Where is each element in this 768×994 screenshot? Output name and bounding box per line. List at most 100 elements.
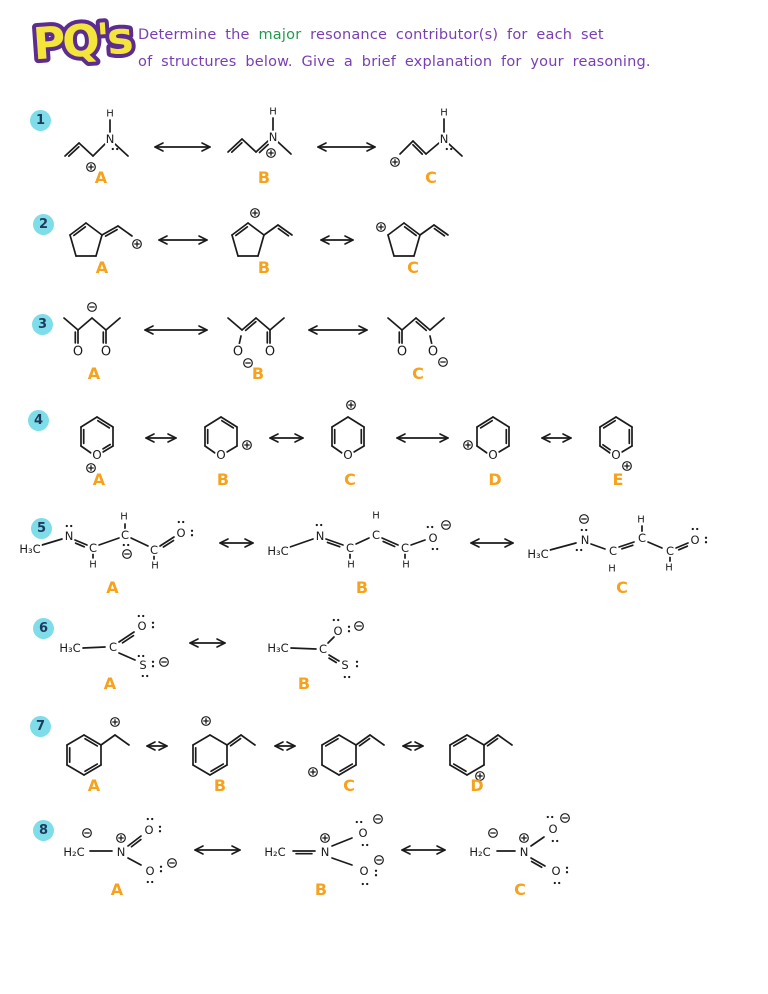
lone-pair-dot: [580, 528, 583, 532]
structure-7A-drawing: [66, 717, 130, 776]
resonance-arrow: [192, 842, 243, 862]
structure-label: C: [412, 364, 424, 383]
structure-label: A: [110, 880, 124, 899]
lone-pair-dot: [585, 528, 588, 532]
resonance-arrow-icon: [402, 741, 424, 751]
lone-pair-dot: [347, 625, 351, 628]
resonance-arrow: [306, 322, 370, 342]
structure-label: D: [488, 470, 502, 489]
atom-label: O: [428, 531, 437, 545]
atom-label: C: [346, 541, 354, 555]
atom-label: H₃C: [20, 542, 41, 556]
structure-7D-drawing: [449, 734, 513, 781]
atom-label: N: [520, 845, 529, 859]
structure-4A-drawing: O: [80, 416, 114, 473]
lone-pair-dot: [450, 147, 453, 151]
structure-label: A: [87, 364, 101, 383]
atom-label: O: [176, 526, 185, 540]
atom-label: H: [402, 560, 410, 571]
lone-pair-dot: [558, 881, 561, 885]
atom-label: H₃C: [267, 641, 288, 655]
instruction-line2: of structures below. Give a brief explan…: [138, 53, 651, 70]
lone-pair-dot: [337, 618, 340, 622]
lone-pair-dot: [158, 830, 162, 833]
lone-pair-dot: [556, 839, 559, 843]
lone-pair-dot: [355, 820, 358, 824]
resonance-arrow-icon: [154, 142, 211, 152]
atom-label: O: [101, 345, 111, 360]
lone-pair-dot: [431, 525, 434, 529]
atom-label: H: [637, 515, 645, 526]
problem-number-badge: 6: [33, 618, 54, 639]
structure-label: A: [92, 470, 106, 489]
resonance-arrow-icon: [194, 845, 241, 855]
atom-label: C: [89, 541, 97, 555]
atom-label: O: [92, 448, 101, 462]
problem-number-badge: 2: [33, 214, 54, 235]
structure-7B: [178, 710, 262, 790]
lone-pair-dot: [111, 147, 114, 151]
problem-number-badge: 8: [33, 820, 54, 841]
lone-pair-dot: [116, 147, 119, 151]
structure-2C: [368, 200, 458, 270]
structure-4D: O: [463, 398, 527, 480]
atom-label: C: [319, 642, 327, 656]
atom-label: H: [120, 512, 128, 523]
atom-label: H: [269, 107, 277, 118]
problem-number-badge: 4: [28, 410, 49, 431]
atom-label: O: [548, 822, 557, 836]
resonance-arrow: [468, 535, 516, 555]
lone-pair-dot: [141, 674, 144, 678]
atom-label: N: [316, 529, 325, 543]
resonance-arrow: [400, 738, 426, 758]
atom-label: N: [117, 845, 126, 859]
structure-label: C: [514, 880, 526, 899]
lone-pair-dot: [355, 665, 359, 668]
atom-label: O: [73, 345, 83, 360]
resonance-arrow-icon: [396, 433, 449, 443]
lone-pair-dot: [355, 660, 359, 663]
lone-pair-dot: [315, 523, 318, 527]
resonance-arrow-icon: [317, 142, 376, 152]
resonance-arrow-icon: [541, 433, 572, 443]
resonance-arrow-icon: [308, 325, 368, 335]
structure-7D: [435, 710, 519, 790]
atom-label: O: [358, 826, 367, 840]
atom-label: N: [106, 132, 115, 146]
atom-label: O: [265, 345, 275, 360]
atom-label: O: [216, 448, 225, 462]
lone-pair-dot: [580, 548, 583, 552]
lone-pair-dot: [546, 815, 549, 819]
atom-label: N: [65, 529, 74, 543]
structure-4C-drawing: O: [331, 400, 365, 464]
atom-label: O: [611, 448, 620, 462]
lone-pair-dot: [151, 817, 154, 821]
atom-label: C: [638, 531, 646, 545]
structure-4E-drawing: O: [599, 416, 633, 471]
resonance-arrow: [217, 535, 256, 555]
instruction-line1-pre: Determine the: [138, 27, 250, 43]
structure-label: A: [95, 258, 109, 277]
atom-label: O: [333, 624, 342, 638]
lone-pair-dot: [360, 820, 363, 824]
atom-label: S: [341, 658, 348, 672]
structure-label: C: [343, 776, 355, 795]
problem-number-badge: 1: [30, 110, 51, 131]
lone-pair-dot: [151, 626, 155, 629]
atom-label: O: [343, 448, 352, 462]
atom-label: H₃C: [528, 547, 549, 561]
